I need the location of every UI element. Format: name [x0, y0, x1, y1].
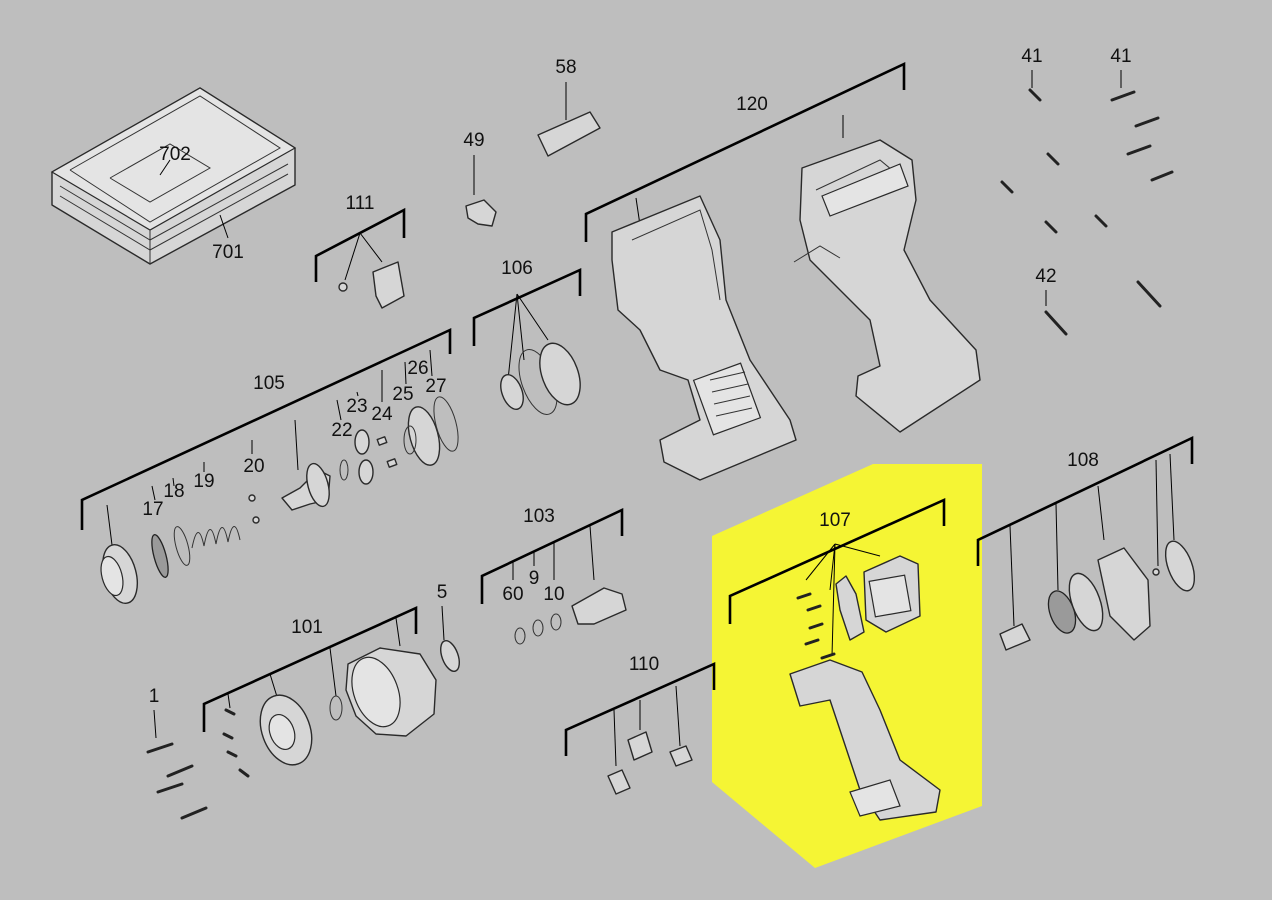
label-10: 10 — [543, 584, 564, 605]
label-108: 108 — [1067, 450, 1099, 471]
label-9: 9 — [529, 568, 540, 589]
label-42: 42 — [1035, 266, 1056, 287]
label-24: 24 — [371, 404, 393, 425]
switch-icon[interactable] — [465, 199, 497, 227]
label-41-a: 41 — [1021, 46, 1042, 67]
label-20: 20 — [243, 456, 264, 477]
label-702: 702 — [159, 144, 191, 165]
carry-case-icon[interactable] — [50, 87, 297, 265]
label-49: 49 — [463, 130, 484, 151]
label-19: 19 — [193, 471, 214, 492]
label-1: 1 — [149, 686, 160, 707]
label-110: 110 — [629, 654, 659, 675]
label-27: 27 — [425, 376, 446, 397]
label-105: 105 — [253, 373, 285, 394]
label-23: 23 — [346, 396, 367, 417]
label-701: 701 — [212, 242, 244, 263]
label-17: 17 — [142, 499, 163, 520]
label-111: 111 — [346, 193, 375, 214]
anvil-assembly-icon[interactable] — [97, 394, 463, 607]
label-5: 5 — [437, 582, 448, 603]
label-120: 120 — [736, 94, 768, 115]
circuit-board-icon[interactable] — [789, 555, 941, 821]
label-26: 26 — [407, 358, 428, 379]
gearbox-icon[interactable] — [251, 647, 437, 772]
chuck-sleeve-icon[interactable] — [571, 587, 627, 625]
label-60: 60 — [502, 584, 523, 605]
screws-icon — [1000, 88, 1174, 336]
label-25: 25 — [392, 384, 413, 405]
label-22: 22 — [331, 420, 352, 441]
housing-right-icon[interactable] — [793, 139, 981, 433]
label-41-b: 41 — [1110, 46, 1131, 67]
housing-left-icon[interactable] — [611, 195, 797, 481]
label-18: 18 — [163, 481, 184, 502]
label-106: 106 — [501, 258, 533, 279]
label-plate-icon[interactable] — [537, 111, 601, 157]
label-103: 103 — [523, 506, 555, 527]
label-58: 58 — [555, 57, 576, 78]
label-101: 101 — [291, 617, 323, 638]
motor-rotor-icon[interactable] — [999, 537, 1200, 651]
label-107: 107 — [819, 510, 851, 531]
